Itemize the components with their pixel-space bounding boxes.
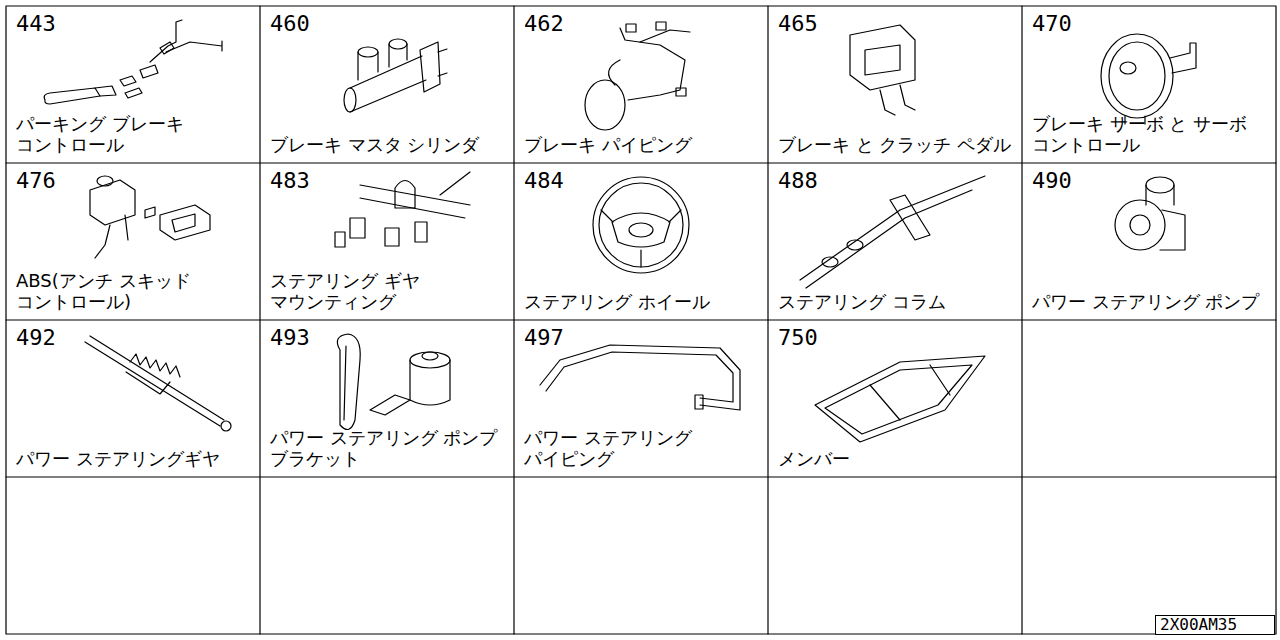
part-name: ABS(アンチ スキッド コントロール) bbox=[16, 270, 252, 313]
callout-number: 484 bbox=[524, 169, 564, 193]
part-name: パワー ステアリング ポンプ bbox=[1032, 291, 1268, 313]
callout-number: 476 bbox=[16, 169, 56, 193]
pump-bracket-drawing bbox=[337, 334, 450, 429]
part-name: パーキング ブレーキ コントロール bbox=[16, 113, 252, 156]
catalog-cell: 490 パワー ステアリング ポンプ bbox=[1022, 163, 1276, 320]
callout-number: 490 bbox=[1032, 169, 1072, 193]
catalog-cell: 465 ブレーキ と クラッチ ペダル bbox=[768, 6, 1022, 163]
catalog-cell: 484 ステアリング ホイール bbox=[514, 163, 768, 320]
catalog-cell: 476ABS(アンチ スキッド コントロール) bbox=[6, 163, 260, 320]
steering-piping-drawing bbox=[540, 345, 740, 410]
callout-number: 460 bbox=[270, 12, 310, 36]
part-name: ブレーキ パイピング bbox=[524, 134, 760, 156]
pedal-drawing bbox=[850, 25, 915, 115]
steering-wheel-drawing bbox=[593, 177, 689, 273]
catalog-cell: 462 ブレーキ パイピング bbox=[514, 6, 768, 163]
callout-number: 492 bbox=[16, 326, 56, 350]
part-name: ブレーキ と クラッチ ペダル bbox=[778, 134, 1014, 156]
callout-number: 443 bbox=[16, 12, 56, 36]
catalog-cell: 493 パワー ステアリング ポンプ ブラケット bbox=[260, 320, 514, 477]
member-drawing bbox=[815, 356, 985, 442]
diagram-code-box: 2X00AM35 bbox=[1155, 615, 1275, 635]
catalog-cell: 470 ブレーキ サーボ と サーボ コントロール bbox=[1022, 6, 1276, 163]
catalog-cell: 488 ステアリング コラム bbox=[768, 163, 1022, 320]
part-name: メンバー bbox=[778, 448, 1014, 470]
master-cylinder-drawing bbox=[344, 39, 447, 112]
abs-actuator-drawing bbox=[90, 176, 210, 258]
callout-number: 488 bbox=[778, 169, 818, 193]
callout-number: 483 bbox=[270, 169, 310, 193]
callout-number: 462 bbox=[524, 12, 564, 36]
part-name: パワー ステアリングギヤ bbox=[16, 448, 252, 470]
part-name: ステアリング ホイール bbox=[524, 291, 760, 313]
part-name: ブレーキ マスタ シリンダ bbox=[270, 134, 506, 156]
catalog-cell: 460 ブレーキ マスタ シリンダ bbox=[260, 6, 514, 163]
part-name: ステアリング ギヤ マウンティング bbox=[270, 270, 506, 313]
brake-servo-drawing bbox=[1101, 34, 1196, 124]
callout-number: 497 bbox=[524, 326, 564, 350]
callout-number: 493 bbox=[270, 326, 310, 350]
catalog-cell: 483 ステアリング ギヤ マウンティング bbox=[260, 163, 514, 320]
steering-column-drawing bbox=[800, 176, 985, 288]
catalog-cell: 443 パーキング ブレーキ コントロール bbox=[6, 6, 260, 163]
part-name: ステアリング コラム bbox=[778, 291, 1014, 313]
grid-lines bbox=[6, 6, 1276, 634]
part-name: パワー ステアリング ポンプ ブラケット bbox=[270, 427, 506, 470]
catalog-cell: 750 メンバー bbox=[768, 320, 1022, 477]
brake-piping-drawing bbox=[585, 22, 690, 130]
catalog-cell: 492 パワー ステアリングギヤ bbox=[6, 320, 260, 477]
steering-gear-drawing bbox=[85, 336, 231, 431]
part-name: ブレーキ サーボ と サーボ コントロール bbox=[1032, 113, 1268, 156]
part-name: パワー ステアリング パイピング bbox=[524, 427, 760, 470]
catalog-cell: 497 パワー ステアリング パイピング bbox=[514, 320, 768, 477]
power-steering-pump-drawing bbox=[1115, 177, 1185, 250]
parking-brake-drawing bbox=[44, 20, 222, 104]
callout-number: 465 bbox=[778, 12, 818, 36]
gear-mounting-drawing bbox=[335, 172, 470, 247]
callout-number: 470 bbox=[1032, 12, 1072, 36]
diagram-code: 2X00AM35 bbox=[1156, 616, 1274, 634]
callout-number: 750 bbox=[778, 326, 818, 350]
